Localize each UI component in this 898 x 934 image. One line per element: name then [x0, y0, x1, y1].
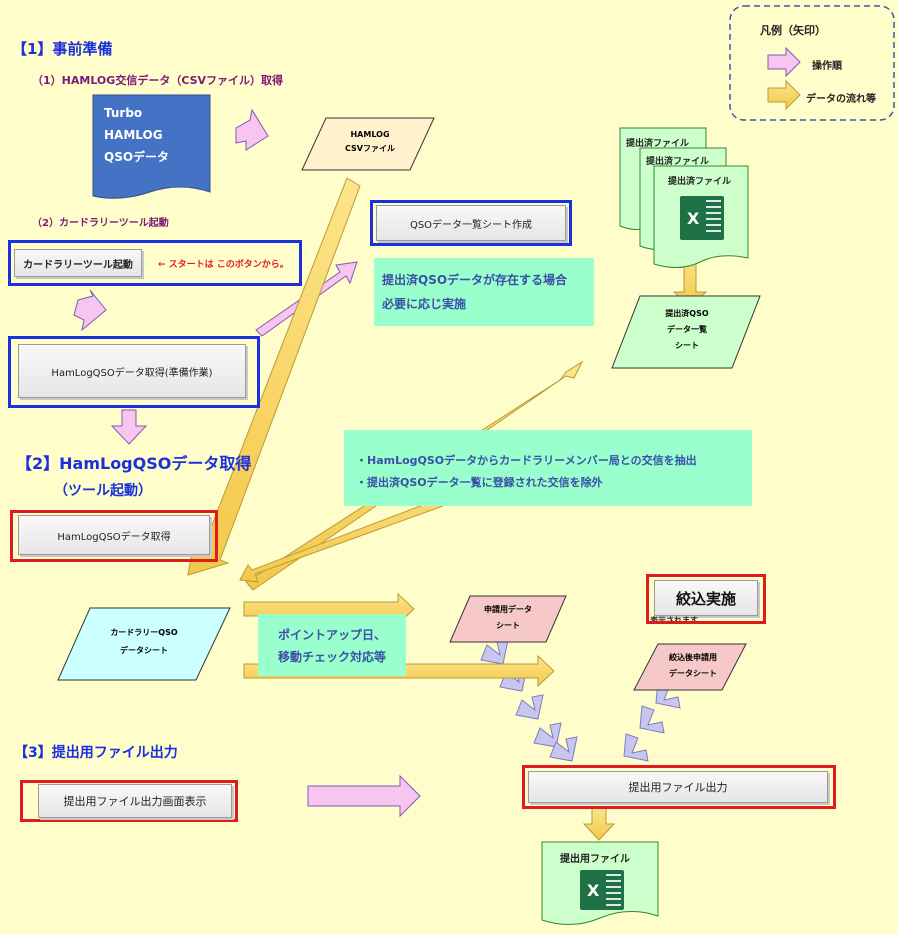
- filter-frame: [646, 574, 766, 624]
- turbo-line-3: QSOデータ: [104, 150, 170, 164]
- filtered-sheet-line-2: データシート: [669, 669, 717, 678]
- start-tool-button[interactable]: カードラリーツール起動: [14, 249, 142, 277]
- extract-note: ・HamLogQSOデータからカードラリーメンバー局との交信を抽出 ・提出済QS…: [344, 430, 752, 506]
- filtered-sheet-line-1: 絞込後申請用: [669, 653, 717, 662]
- filter-button[interactable]: 絞込実施: [654, 580, 758, 616]
- output-excel-icon: X: [580, 870, 624, 910]
- turbo-hamlog-label: Turbo HAMLOG QSOデータ: [104, 102, 169, 168]
- hamlog-get-frame: [10, 510, 218, 562]
- prep-frame: [8, 336, 260, 408]
- point-note-line-2: 移動チェック対応等: [277, 650, 386, 664]
- app-sheet-line-1: 申請用データ: [484, 605, 532, 614]
- section1-step2: （2）カードラリーツール起動: [32, 218, 169, 229]
- submitted-list-line-1: 提出済QSO: [665, 309, 709, 318]
- op-arrow-2: [73, 289, 107, 332]
- filtered-sheet-label: 絞込後申請用 データシート: [650, 650, 736, 682]
- point-note: ポイントアップ日、 移動チェック対応等: [258, 614, 406, 676]
- hamlog-get-button[interactable]: HamLogQSOデータ取得: [18, 515, 210, 555]
- start-frame: [8, 240, 302, 286]
- op-arrow-3: [110, 409, 148, 445]
- app-sheet-line-2: シート: [496, 621, 520, 630]
- output-file-label: 提出用ファイル: [560, 854, 630, 865]
- submitted-file-label-1: 提出済ファイル: [626, 139, 690, 149]
- qso-list-button[interactable]: QSOデータ一覧シート作成: [376, 205, 566, 241]
- extract-note-line-2: ・提出済QSOデータ一覧に登録された交信を除外: [356, 476, 603, 489]
- legend-op-arrow: [767, 46, 801, 78]
- qso-list-note-line-1: 提出済QSOデータが存在する場合: [382, 273, 568, 287]
- hamlog-csv-line-1: HAMLOG: [350, 130, 390, 139]
- turbo-line-1: Turbo: [104, 106, 143, 120]
- section2-title: 【2】HamLogQSOデータ取得: [16, 454, 252, 473]
- turbo-line-2: HAMLOG: [104, 128, 163, 142]
- submitted-list-line-2: データ一覧: [667, 325, 707, 334]
- submitted-list-label: 提出済QSO データ一覧 シート: [632, 306, 742, 354]
- excel-icon: X: [680, 196, 724, 240]
- prep-data-button[interactable]: HamLogQSOデータ取得(準備作業): [18, 344, 246, 398]
- output-file-button[interactable]: 提出用ファイル出力: [528, 771, 828, 803]
- hamlog-csv-label: HAMLOG CSVファイル: [318, 128, 422, 156]
- qso-list-note: 提出済QSOデータが存在する場合 必要に応じ実施: [374, 258, 594, 326]
- start-hint: ← スタートは このボタンから。: [158, 260, 289, 270]
- display-frame: [20, 780, 238, 822]
- output-frame: [522, 765, 836, 809]
- legend-data-arrow: [767, 79, 801, 111]
- op-arrow-5: [307, 774, 421, 818]
- app-sheet-label: 申請用データ シート: [466, 602, 550, 634]
- section1-title: 【1】事前準備: [12, 40, 113, 58]
- data-arrow-submitted-down: [672, 253, 708, 307]
- qso-list-note-line-2: 必要に応じ実施: [382, 297, 467, 311]
- extract-note-line-1: ・HamLogQSOデータからカードラリーメンバー局との交信を抽出: [356, 454, 697, 467]
- submitted-list-line-3: シート: [675, 341, 699, 350]
- cardrally-sheet-label: カードラリーQSO データシート: [84, 624, 204, 660]
- qso-list-frame: [370, 200, 572, 246]
- data-arrow-output-down: [582, 807, 616, 841]
- filter-caption: 表示されます: [650, 616, 698, 621]
- point-note-line-1: ポイントアップ日、: [277, 628, 386, 642]
- legend-title: 凡例（矢印）: [760, 24, 826, 37]
- section1-step1: （1）HAMLOG交信データ（CSVファイル）取得: [32, 74, 284, 87]
- submitted-file-label-2: 提出済ファイル: [646, 157, 710, 167]
- cardrally-sheet-line-1: カードラリーQSO: [110, 628, 178, 637]
- section3-title: 【3】提出用ファイル出力: [14, 745, 178, 761]
- section2-subtitle: （ツール起動）: [54, 483, 152, 499]
- submitted-file-label-3: 提出済ファイル: [668, 177, 732, 187]
- output-screen-button[interactable]: 提出用ファイル出力画面表示: [38, 784, 232, 818]
- op-arrow-1: [235, 108, 269, 151]
- cardrally-sheet-line-2: データシート: [120, 646, 168, 655]
- legend-data-label: データの流れ等: [806, 94, 876, 105]
- hamlog-csv-line-2: CSVファイル: [345, 144, 395, 153]
- legend-op-label: 操作順: [812, 61, 842, 72]
